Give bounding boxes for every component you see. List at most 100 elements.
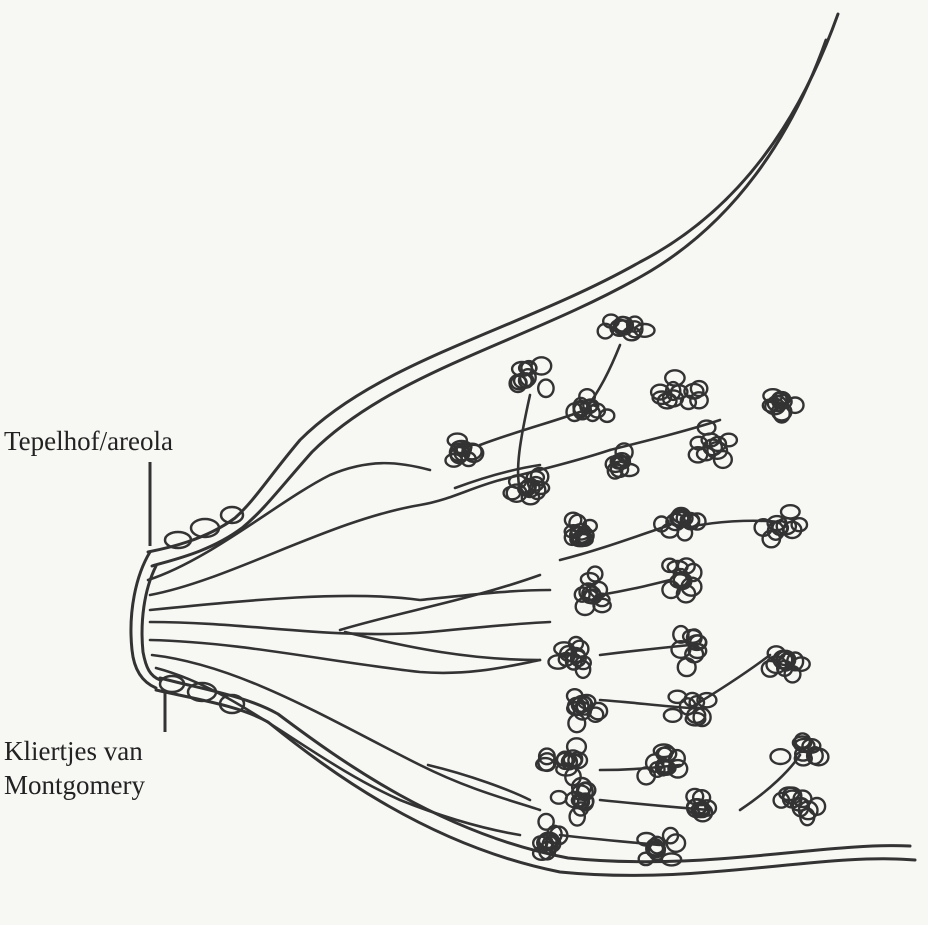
alveolus [662,707,683,724]
alveolus [781,786,803,805]
alveolus [564,790,587,809]
alveolus [672,624,690,644]
duct-branch [688,653,772,710]
alveolus [609,453,629,470]
duct-branch [608,418,722,452]
alveolus [574,659,592,680]
lobule-cluster [636,826,687,867]
skin-outline-lower-outer [154,688,917,877]
alveolus [530,356,553,376]
alveolus [581,518,598,534]
alveolus [689,391,709,410]
lobule-cluster [604,442,640,480]
alveolus [665,833,687,853]
alveolus [569,649,587,668]
lobule-cluster [687,419,739,470]
alveolus [696,691,718,709]
lobule-cluster [502,466,551,506]
alveolus [588,580,609,599]
alveolus [801,738,822,754]
lobule-cluster [573,565,612,617]
alveolus [793,750,813,767]
alveolus [664,380,682,402]
alveolus [669,573,691,590]
alveolus [572,396,590,417]
alveolus [562,749,584,769]
alveolus [529,466,550,487]
lobule-cluster [761,388,805,424]
lobule-cluster [549,776,597,827]
alveolus [520,489,541,506]
alveolus [669,384,689,400]
alveolus [766,645,786,662]
milk-duct [148,638,542,675]
milk-duct [148,588,552,612]
duct-branch [558,523,672,562]
alveolus [654,757,672,777]
lobule-cluster [531,812,569,862]
montgomery-glands-label: Kliertjes van Montgomery [4,734,145,802]
areola-label: Tepelhof/areola [4,426,174,456]
montgomery-gland [219,505,245,525]
alveolus [535,756,556,772]
alveolus [517,360,538,376]
alveolus [670,640,692,660]
alveolus [686,634,708,652]
lobule-cluster [596,313,656,342]
alveolus [651,390,673,406]
lobule-cluster [636,743,689,786]
alveolus [679,394,698,411]
alveolus [719,432,739,448]
duct-branch [738,753,802,812]
alveolus [691,789,712,807]
milk-ducts [146,343,802,847]
skin-outline-upper-inner [150,38,828,568]
alveolus [644,753,665,773]
montgomery-gland [158,674,186,694]
montgomery-label-line1: Kliertjes van [4,736,143,766]
alveolus [648,835,666,855]
duct-branch [598,578,672,597]
alveolus [770,391,791,408]
alveolus [625,315,644,334]
milk-duct [148,478,502,597]
alveolus [609,460,630,479]
alveolus [612,319,634,336]
alveolus [614,442,634,462]
lobule-cluster [662,689,718,728]
milk-duct-sinus [338,573,542,632]
duct-branch [478,408,587,447]
skin-outline-upper-outer [146,12,840,554]
alveolus [696,419,717,436]
alveolus [653,515,671,533]
lobule-cluster [753,503,809,549]
alveolus [688,695,706,711]
alveolus [667,758,689,779]
alveolus [675,509,694,527]
skin-outline-lower-inner [158,676,912,864]
alveolus [791,656,811,672]
alveolus [531,480,551,496]
label-pointers [148,462,167,732]
alveolus [770,401,793,422]
alveolus [761,529,782,549]
alveolus [687,642,708,660]
lobule-cluster [653,506,707,542]
milk-duct [150,653,542,812]
alveolus [553,641,576,657]
alveolus [570,696,590,714]
alveolus [537,747,556,766]
milk-duct [148,620,552,636]
alveolus [676,657,697,678]
lobule-cluster [565,688,609,734]
alveolus [507,474,528,490]
alveolus [779,503,801,520]
alveolus [683,691,702,708]
lobule-cluster [444,432,485,468]
duct-branch [558,833,662,847]
lobule-cluster [508,356,555,399]
alveolus [549,789,568,805]
nipple-outline [129,550,158,690]
